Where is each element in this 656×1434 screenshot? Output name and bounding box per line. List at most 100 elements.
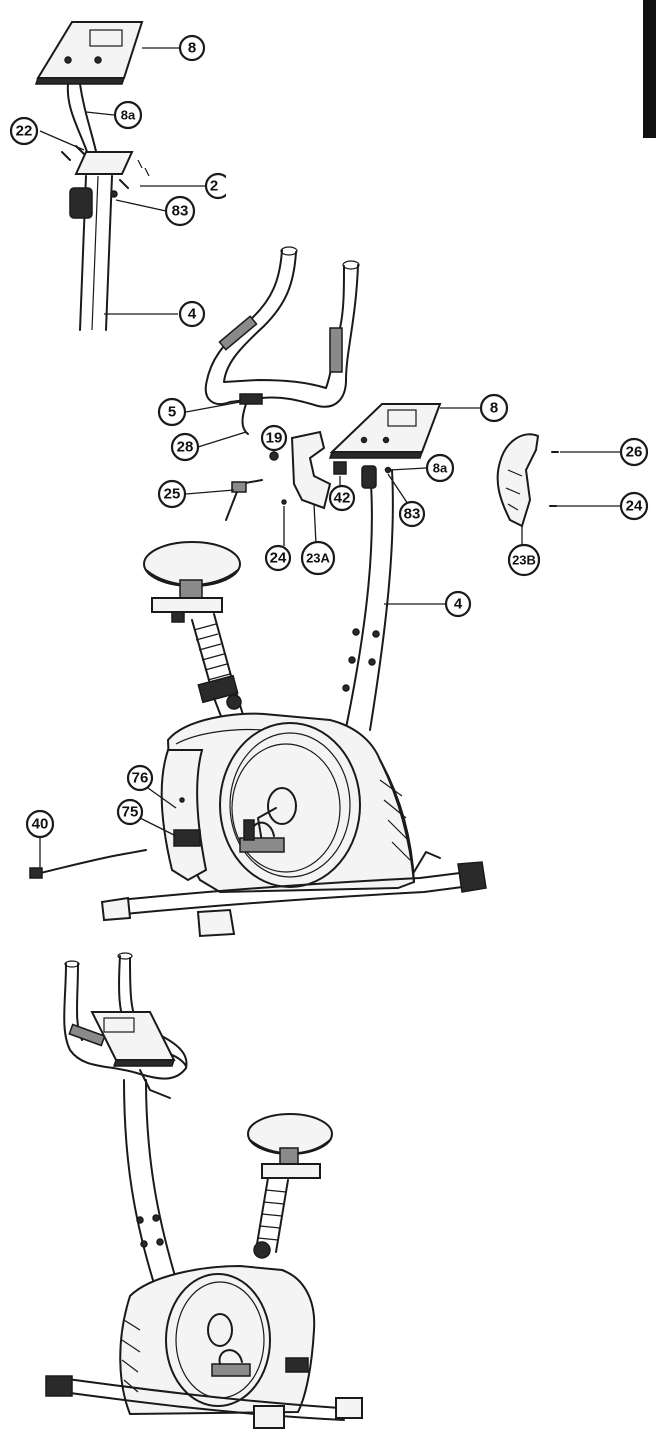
- callout-23a: 23A: [300, 540, 336, 576]
- exploded-bike: [29, 246, 620, 938]
- upright-bolt: [372, 630, 380, 638]
- hand-pulse-grip-left: [218, 315, 258, 351]
- upright-knob: [361, 465, 377, 489]
- callout-83: 83: [164, 195, 196, 227]
- grip-sensor: [68, 1023, 106, 1047]
- console-screw-hole: [382, 436, 390, 444]
- pedal: [239, 819, 285, 853]
- callout-8a: 8a: [113, 100, 143, 130]
- svg-text:2: 2: [210, 178, 218, 195]
- cable-28: [241, 403, 249, 435]
- svg-text:8a: 8a: [433, 461, 448, 476]
- upright-assembled-front: [123, 1079, 157, 1291]
- svg-text:8a: 8a: [121, 108, 136, 123]
- svg-text:19: 19: [266, 430, 283, 447]
- svg-text:76: 76: [132, 770, 149, 787]
- cable-8a: [79, 83, 99, 161]
- callout-42: 42: [328, 484, 356, 512]
- console-top-edge: [34, 77, 126, 85]
- housing-front-ribs: [379, 779, 411, 861]
- crank-hub: [267, 787, 297, 825]
- power-cable-40: [35, 849, 147, 875]
- base-foot-rear: [335, 1397, 363, 1419]
- base-wheel-assembled: [45, 1375, 73, 1397]
- edge-tab-marker: [643, 0, 656, 138]
- seat-assembled-clamp: [279, 1147, 299, 1165]
- upright-front: [345, 469, 373, 729]
- handlebar-end: [64, 960, 80, 968]
- base-rail-top: [119, 871, 469, 901]
- console-middle: [329, 403, 442, 453]
- seat-post-assembled: [253, 1177, 289, 1259]
- screw: [61, 151, 71, 161]
- base-bracket: [413, 851, 441, 873]
- flywheel-ring: [229, 732, 351, 878]
- callout-5: 5: [157, 397, 187, 427]
- upright-bolt: [152, 1214, 160, 1222]
- svg-text:26: 26: [626, 444, 643, 461]
- svg-text:23B: 23B: [512, 553, 536, 568]
- pedal-assembled: [211, 1349, 251, 1377]
- upright-bolt: [348, 656, 356, 664]
- svg-text:23A: 23A: [306, 551, 330, 566]
- base-rail-bottom: [123, 885, 471, 915]
- housing-left-cover: [160, 749, 208, 882]
- flywheel-outer: [219, 722, 361, 888]
- base-foot-assembled: [253, 1405, 285, 1429]
- assembled-bike: [45, 952, 363, 1429]
- callout-4: 4: [178, 300, 206, 328]
- power-plug: [29, 867, 43, 879]
- console-top-screw-hole: [94, 56, 102, 64]
- callout-83-middle: 83: [398, 500, 426, 528]
- screw: [119, 179, 129, 189]
- screw-arrow: [137, 159, 150, 177]
- base-wheel-right: [457, 861, 487, 893]
- flywheel-assembled-outer: [165, 1273, 271, 1407]
- handlebar-end: [117, 952, 133, 960]
- seat-assembled-slider: [261, 1163, 321, 1179]
- handlebar-inner: [223, 251, 345, 389]
- svg-text:75: 75: [122, 804, 139, 821]
- callout-19: 19: [260, 424, 288, 452]
- console-assembled-edge: [112, 1059, 176, 1067]
- upright-bolt: [156, 1238, 164, 1246]
- knob-assembled: [139, 1069, 171, 1099]
- upright-bolt: [140, 1240, 148, 1248]
- upright-bolt: [136, 1216, 144, 1224]
- console-middle-edge: [328, 451, 424, 459]
- console-top-screw-hole: [64, 56, 72, 64]
- crop-mask: [226, 170, 256, 204]
- seat-clamp: [179, 579, 203, 599]
- callout-8-middle: 8: [479, 393, 509, 423]
- upright-assembled-back: [145, 1079, 179, 1287]
- svg-text:83: 83: [404, 506, 421, 523]
- housing-top-line: [175, 728, 263, 745]
- handlebar-left-arm: [63, 963, 188, 1080]
- bolt-83: [110, 190, 118, 198]
- washer-19: [269, 451, 279, 461]
- svg-text:8: 8: [490, 400, 498, 417]
- svg-text:8: 8: [188, 40, 196, 57]
- svg-text:24: 24: [270, 550, 287, 567]
- console-screw-hole: [360, 436, 368, 444]
- upright-bolt: [352, 628, 360, 636]
- svg-text:22: 22: [16, 123, 33, 140]
- svg-text:4: 4: [188, 306, 197, 323]
- console-middle-display: [387, 409, 417, 427]
- power-socket-75: [173, 829, 201, 847]
- seat-knob: [171, 611, 185, 623]
- svg-text:42: 42: [334, 490, 351, 507]
- callout-25: 25: [157, 479, 187, 509]
- base-foot-front: [196, 908, 236, 938]
- callout-8a-middle: 8a: [425, 453, 455, 483]
- callout-76: 76: [126, 764, 154, 792]
- svg-text:4: 4: [454, 596, 463, 613]
- console-top-display: [89, 29, 123, 47]
- callout-8: 8: [178, 34, 206, 62]
- mount-plate: [74, 151, 134, 175]
- base-assembled-top: [59, 1377, 341, 1409]
- housing-assembled-ribs: [121, 1319, 141, 1393]
- tension-knob: [69, 187, 93, 219]
- adjust-knob-head: [231, 481, 247, 493]
